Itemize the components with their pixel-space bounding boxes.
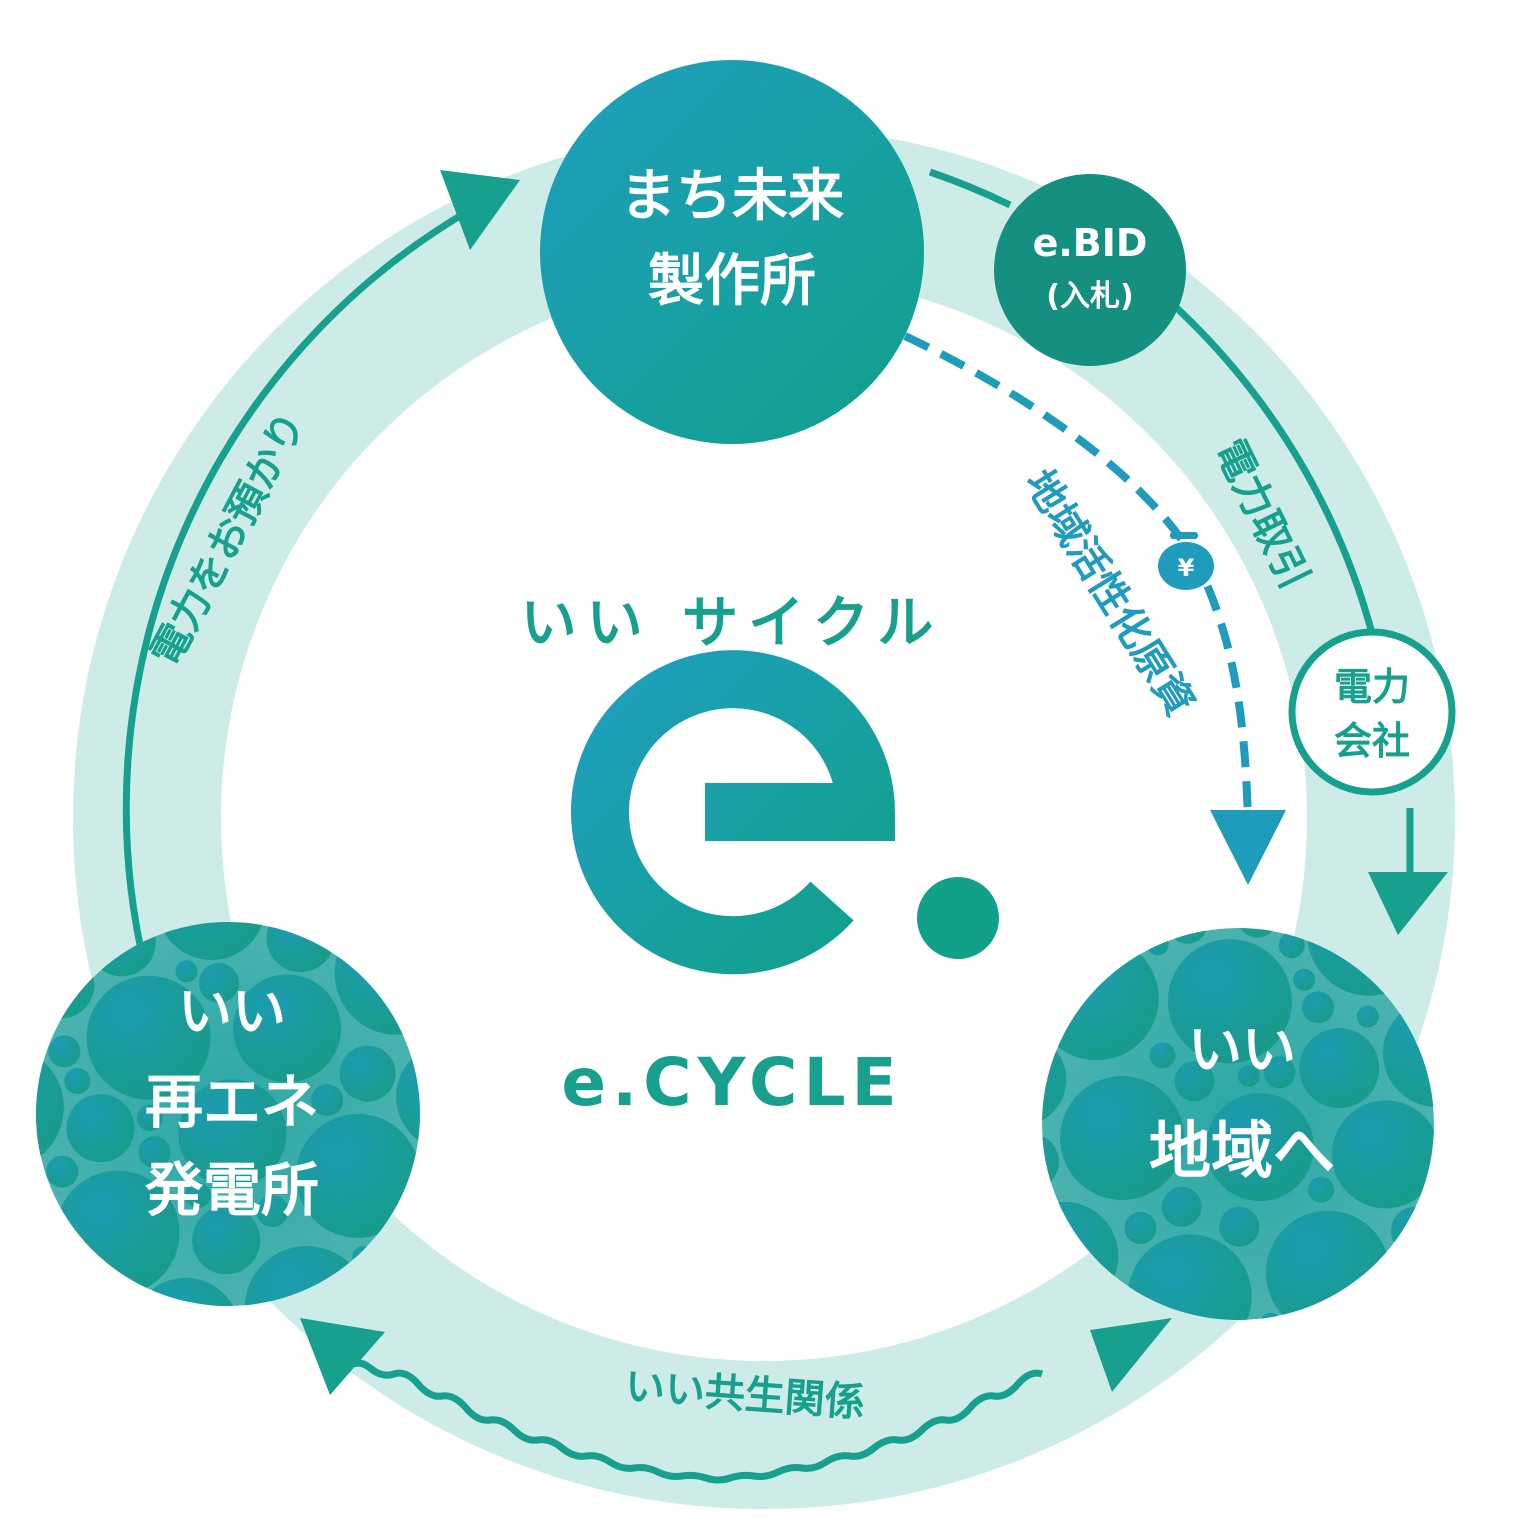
- deposit-arrowhead: [440, 170, 520, 250]
- factory-label-line1: まち未来: [620, 164, 844, 229]
- bubble: [1383, 999, 1434, 1108]
- bubble: [157, 922, 266, 960]
- bid-label-line2: (入札): [1046, 279, 1133, 314]
- bubble: [1259, 1312, 1282, 1320]
- symbiosis-arrowhead-right: [1090, 1318, 1172, 1392]
- power-company-node: [1288, 628, 1456, 796]
- bubble: [131, 1277, 240, 1306]
- bubble: [48, 1035, 81, 1068]
- bubble: [1278, 932, 1305, 959]
- deposit-arc: [122, 206, 472, 973]
- yen-bag-icon: ¥: [1158, 532, 1214, 590]
- bubble: [1263, 1056, 1296, 1089]
- bubble: [1060, 1076, 1185, 1200]
- bubble: [266, 922, 335, 973]
- power-company-label-line1: 電力: [1334, 665, 1410, 709]
- bubble: [136, 1104, 163, 1131]
- bubble: [1299, 1028, 1380, 1109]
- bubble: [66, 1094, 135, 1163]
- bubble: [1042, 1033, 1067, 1126]
- bubble: [1146, 933, 1169, 956]
- bubble: [184, 1182, 211, 1209]
- bid-label-line1: e.BID: [1033, 221, 1148, 265]
- bubble: [192, 1206, 261, 1275]
- factory-label-line2: 製作所: [648, 249, 816, 314]
- symbiosis-wave: [343, 1359, 1044, 1484]
- bubble: [311, 1084, 344, 1116]
- bubble: [138, 1136, 171, 1169]
- bubble: [198, 963, 239, 1003]
- bubble: [1174, 1061, 1215, 1102]
- bubble: [1356, 1005, 1379, 1028]
- bubble: [1167, 939, 1292, 1064]
- bubble: [1042, 1133, 1059, 1190]
- bubble: [1219, 1206, 1260, 1247]
- power-company-label-line2: 会社: [1334, 719, 1410, 763]
- bubble: [1167, 928, 1208, 944]
- bubble: [1293, 968, 1316, 991]
- bid-node: [994, 174, 1186, 366]
- bubble: [1127, 1234, 1252, 1320]
- bubble: [295, 1113, 420, 1238]
- wordmark: e.CYCLE: [561, 1044, 902, 1121]
- bubble: [396, 1042, 420, 1151]
- region-label-line1: いい: [1188, 1018, 1296, 1081]
- bubble: [36, 950, 95, 1019]
- bubble: [233, 974, 342, 1083]
- plant-label-line1: いい: [178, 980, 286, 1043]
- bubble: [334, 922, 420, 1035]
- svg-text:¥: ¥: [1178, 554, 1195, 582]
- bubble: [46, 1155, 79, 1188]
- bubble: [1124, 1212, 1157, 1244]
- tagline: いい サイクル: [521, 591, 944, 656]
- symbiosis-arrowhead-left: [300, 1318, 385, 1395]
- bubble: [86, 975, 211, 1100]
- bubble: [1308, 1176, 1334, 1203]
- bubble: [1149, 1042, 1176, 1069]
- bubble: [1302, 991, 1334, 1024]
- bubble: [1391, 1206, 1434, 1255]
- fund-arrowhead: [1210, 810, 1286, 885]
- bubble: [339, 1045, 396, 1102]
- bubble: [1265, 1210, 1390, 1320]
- plant-label-line3: 発電所: [145, 1156, 319, 1224]
- factory-node: [540, 60, 924, 444]
- plant-label-line2: 再エネ: [145, 1068, 319, 1136]
- e-logo: [571, 650, 999, 975]
- bubble: [1331, 1100, 1434, 1209]
- bubble: [1237, 928, 1278, 938]
- bubble: [1042, 936, 1159, 1061]
- fund-label: 地域活性化原資: [1015, 462, 1202, 724]
- bubble: [256, 1195, 289, 1228]
- bubble: [175, 960, 198, 983]
- trade-arrowhead: [1368, 872, 1448, 935]
- bubble: [1237, 1064, 1260, 1087]
- trade-arc: [928, 168, 1012, 209]
- bubble: [1205, 1093, 1314, 1202]
- bubble: [1161, 1186, 1202, 1227]
- bubble: [64, 1068, 91, 1094]
- bubble: [178, 1079, 287, 1188]
- region-label-line2: 地域へ: [1149, 1114, 1335, 1187]
